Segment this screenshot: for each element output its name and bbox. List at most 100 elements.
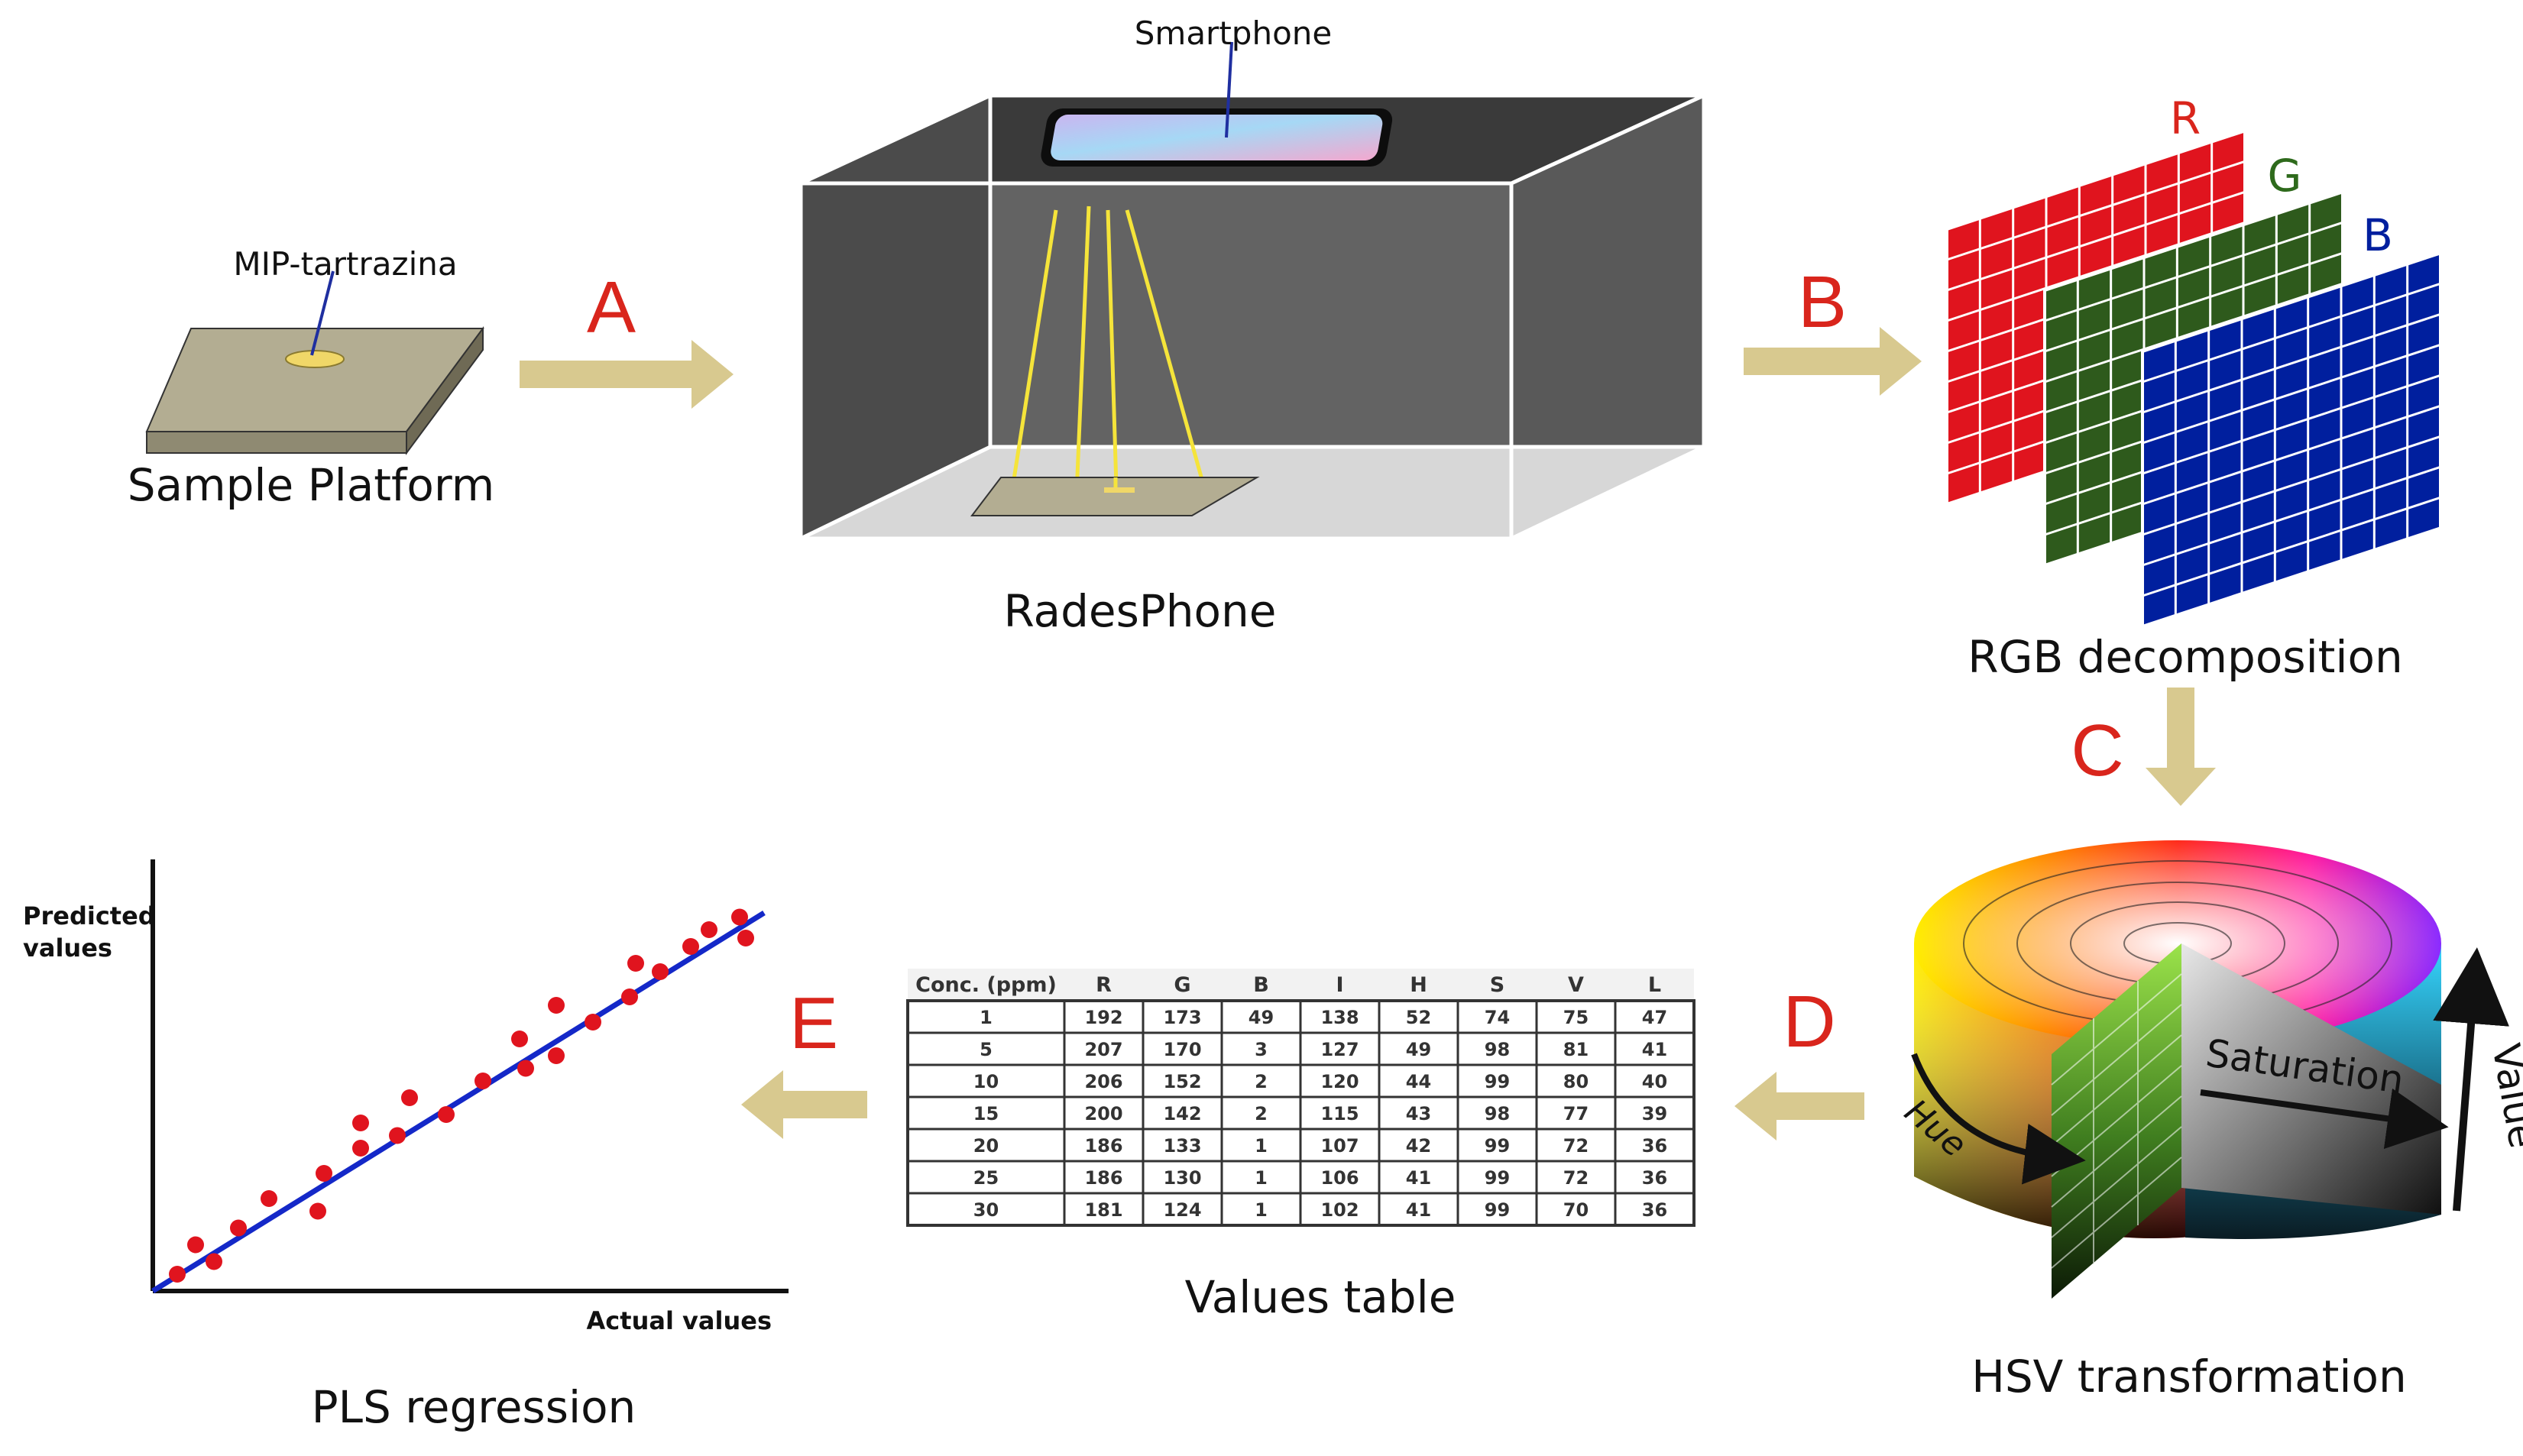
table-cell: 36 (1642, 1135, 1667, 1157)
table-cell: 1 (1255, 1199, 1268, 1221)
table-cell: 1 (1255, 1167, 1268, 1189)
data-point (261, 1190, 277, 1207)
table-cell: 192 (1084, 1007, 1122, 1028)
table-cell: 99 (1485, 1167, 1510, 1189)
table-cell: 72 (1563, 1167, 1589, 1189)
table-cell: 5 (980, 1039, 993, 1060)
table-cell: 115 (1320, 1103, 1359, 1124)
arrow-c (2146, 688, 2216, 806)
table-cell: 15 (973, 1103, 999, 1124)
pls-regression-label: PLS regression (312, 1381, 636, 1433)
step-b-letter: B (1798, 261, 1847, 343)
table-cell: 186 (1084, 1167, 1122, 1189)
table-cell: 20 (973, 1135, 999, 1157)
table-cell: 36 (1642, 1199, 1667, 1221)
table-cell: 98 (1485, 1039, 1510, 1060)
table-cell: 99 (1485, 1071, 1510, 1092)
regression-line (151, 911, 766, 1293)
table-header-cell: V (1568, 973, 1584, 997)
table-cell: 207 (1084, 1039, 1122, 1060)
table-cell: 49 (1406, 1039, 1431, 1060)
table-cell: 106 (1320, 1167, 1359, 1189)
step-c-letter: C (2071, 710, 2123, 791)
data-point (309, 1202, 326, 1220)
table-cell: 44 (1406, 1071, 1431, 1092)
table-cell: 75 (1563, 1007, 1589, 1028)
data-point (548, 1047, 565, 1064)
light-beams (1010, 205, 1211, 513)
data-point (316, 1165, 332, 1182)
rgb-decomposition-label: RGB decomposition (1968, 631, 2403, 683)
mip-label: MIP-tartrazina (233, 245, 457, 283)
step-e-letter: E (789, 982, 838, 1064)
data-point (585, 1014, 601, 1031)
radesphone-label: RadesPhone (1004, 585, 1277, 637)
table-cell: 43 (1406, 1103, 1431, 1124)
table-header-cell: Conc. (ppm) (915, 973, 1057, 997)
table-header-cell: S (1490, 973, 1504, 997)
table-cell: 74 (1485, 1007, 1510, 1028)
data-point (169, 1266, 186, 1283)
table-header-cell: B (1253, 973, 1269, 997)
data-point (682, 938, 699, 955)
data-point (352, 1115, 369, 1131)
table-cell: 1 (980, 1007, 993, 1028)
table-cell: 142 (1163, 1103, 1201, 1124)
arrow-a (520, 340, 734, 409)
channel-r-label: R (2170, 92, 2201, 144)
sample-platform-illustration (145, 270, 484, 456)
y-axis-label-line1: Predicted (23, 901, 156, 930)
table-cell: 47 (1642, 1007, 1667, 1028)
table-cell: 170 (1163, 1039, 1201, 1060)
table-cell: 130 (1163, 1167, 1201, 1189)
table-cell: 81 (1563, 1039, 1589, 1060)
table-cell: 25 (973, 1167, 999, 1189)
rgb-grids (1945, 128, 2442, 629)
data-point (548, 997, 565, 1014)
table-cell: 41 (1406, 1199, 1431, 1221)
arrow-b (1744, 327, 1922, 396)
table-cell: 99 (1485, 1135, 1510, 1157)
pls-regression-chart (151, 859, 789, 1293)
table-cell: 36 (1642, 1167, 1667, 1189)
table-cell: 30 (973, 1199, 999, 1221)
data-point (352, 1140, 369, 1157)
blue-channel-grid (2141, 251, 2442, 629)
table-cell: 1 (1255, 1135, 1268, 1157)
data-point (438, 1106, 455, 1123)
arrow-d (1734, 1072, 1864, 1141)
data-point (511, 1031, 528, 1047)
table-header-cell: R (1096, 973, 1112, 997)
data-point (517, 1060, 534, 1077)
table-cell: 120 (1320, 1071, 1359, 1092)
data-point (701, 921, 717, 938)
data-point (652, 963, 669, 980)
hsv-cylinder (1911, 840, 2509, 1299)
table-cell: 10 (973, 1071, 999, 1092)
table-cell: 98 (1485, 1103, 1510, 1124)
table-cell: 107 (1320, 1135, 1359, 1157)
value-label: Value (2483, 1040, 2523, 1151)
table-cell: 49 (1249, 1007, 1274, 1028)
table-cell: 133 (1163, 1135, 1201, 1157)
values-table-label: Values table (1185, 1271, 1456, 1323)
table-cell: 200 (1084, 1103, 1122, 1124)
hsv-transformation-label: HSV transformation (1971, 1351, 2407, 1403)
step-d-letter: D (1783, 981, 1835, 1063)
table-cell: 152 (1163, 1071, 1201, 1092)
table-header-cell: G (1174, 973, 1190, 997)
table-cell: 39 (1642, 1103, 1667, 1124)
table-cell: 2 (1255, 1071, 1268, 1092)
data-point (621, 988, 638, 1005)
step-a-letter: A (587, 267, 636, 348)
table-cell: 138 (1320, 1007, 1359, 1028)
data-point (389, 1127, 406, 1144)
table-header-cell: L (1648, 973, 1661, 997)
